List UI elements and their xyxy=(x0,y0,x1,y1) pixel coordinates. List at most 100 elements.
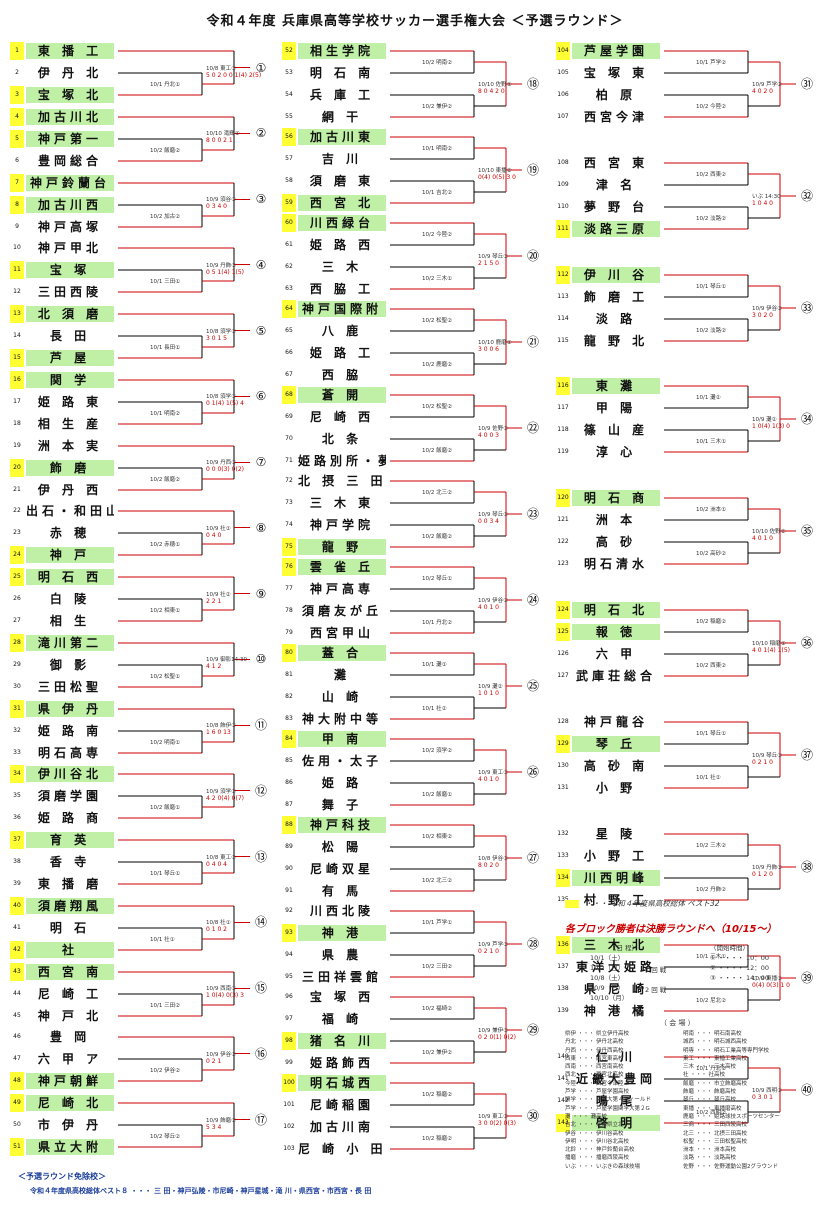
team-number: 81 xyxy=(285,671,293,678)
team-name: 仁 川 xyxy=(595,1050,637,1065)
schedule-time-header: （開始時間） xyxy=(710,944,749,952)
exempt-title: ＜予選ラウンド免除校＞ xyxy=(18,1172,106,1181)
game-info: 10/9 伊谷② xyxy=(478,598,509,604)
game-info: 10/2 丹飾② xyxy=(696,886,727,893)
team-name: 三田松聖 xyxy=(37,679,102,694)
team-row: 79 西宮甲山 xyxy=(282,624,388,642)
team-name: 滝川第二 xyxy=(26,634,114,651)
team-name: 蒼 開 xyxy=(298,387,386,403)
block-number: ② xyxy=(255,126,267,141)
team-number: 48 xyxy=(10,1072,24,1091)
venue-item: 北三 ・・・ 北摂三田高校 xyxy=(683,1130,747,1137)
bracket-lines xyxy=(390,308,522,376)
score-values: 4 2 0(4) 0(7) xyxy=(206,794,244,802)
team-number: 125 xyxy=(556,623,570,641)
team-name: 六 甲 ア xyxy=(37,1052,103,1067)
team-name: 淡 路 xyxy=(595,311,637,326)
team-name: 神戸国際附 xyxy=(298,301,386,317)
block-number: ⑱ xyxy=(526,77,539,91)
venue-item: 播磨 ・・・ 播磨西陵高校 xyxy=(565,1155,629,1162)
venue-item: 東播 ・・・ 東播磨高校 xyxy=(683,1105,742,1112)
game-info: 10/9 琴丘① xyxy=(478,254,509,260)
team-name: 明 石 商 xyxy=(572,490,660,507)
team-name: 西宮甲山 xyxy=(309,626,374,640)
team-number: 122 xyxy=(557,538,569,546)
team-name: 夢 野 台 xyxy=(583,199,649,214)
venue-item: 淡路 ・・・ 淡路高校 xyxy=(683,1155,736,1162)
team-name: 県 伊 丹 xyxy=(26,700,114,717)
team-number: 83 xyxy=(285,715,293,722)
block-number: ㊱ xyxy=(800,636,813,650)
game-info: 10/8 須学① xyxy=(206,394,237,401)
team-number: 111 xyxy=(556,219,570,238)
team-name: 神戸高専 xyxy=(309,582,374,596)
score-values: 2 2 1 xyxy=(206,597,222,605)
team-name: 三田祥雲館 xyxy=(301,970,382,984)
game-info: 10/9 兼伊① xyxy=(478,1028,509,1034)
block-number: ⑤ xyxy=(255,323,267,338)
bracket-lines xyxy=(390,824,522,892)
team-number: 68 xyxy=(282,386,296,404)
team-name: 明石城西 xyxy=(298,1075,386,1091)
team-number: 106 xyxy=(557,91,569,98)
schedule-date: 10/8（土） xyxy=(590,974,625,982)
team-name: 篠 山 産 xyxy=(583,423,649,438)
team-number: 79 xyxy=(285,629,293,636)
team-number: 105 xyxy=(557,69,569,76)
team-number: 90 xyxy=(285,865,293,872)
team-name: 佐用・太子 xyxy=(301,754,382,768)
score-values: 0 4 0 xyxy=(206,531,222,539)
team-number: 107 xyxy=(557,113,569,120)
game-info: 10/2 北三② xyxy=(422,490,453,496)
team-name: 県 尼 崎 xyxy=(583,982,649,997)
score-values: 0 2 1 xyxy=(206,1057,222,1065)
game-info: 10/2 稲磨② xyxy=(422,1092,453,1098)
block-number: ⑨ xyxy=(255,586,267,601)
bracket-lines xyxy=(118,642,250,688)
team-name: 北 条 xyxy=(321,432,363,446)
team-number: 19 xyxy=(13,441,21,449)
game-info: 10/9 丹飾① xyxy=(206,262,237,269)
game-info: 10/2 兼伊② xyxy=(422,104,453,110)
score-values: 4 1 2 xyxy=(206,663,222,671)
game-info: 10/2 稲磨② xyxy=(696,619,727,625)
block-number: ㉗ xyxy=(526,851,539,865)
team-name: 東 播 工 xyxy=(26,43,114,59)
game-info: 10/2 須学② xyxy=(422,748,453,754)
team-row: 77 神戸高専 xyxy=(282,580,388,598)
team-name: 赤 穂 xyxy=(49,526,91,541)
team-number: 43 xyxy=(10,962,24,981)
team-name: 伊川谷北 xyxy=(26,766,114,783)
team-number: 77 xyxy=(285,585,293,592)
team-number: 67 xyxy=(285,371,293,378)
team-name: 八 鹿 xyxy=(321,324,363,338)
team-number: 66 xyxy=(285,349,293,356)
team-name: 御 影 xyxy=(49,657,91,672)
game-info: 10/2 西東② xyxy=(696,663,727,669)
team-name: 豊岡総合 xyxy=(37,153,102,168)
game-info: 10/2 三木① xyxy=(422,276,453,282)
team-number: 26 xyxy=(13,595,21,603)
team-name: 淡路三原 xyxy=(572,220,660,237)
team-name: 雲 雀 丘 xyxy=(298,559,386,575)
team-name: 神戸甲北 xyxy=(37,241,102,256)
game-info: 10/8 伊谷② xyxy=(478,856,509,862)
